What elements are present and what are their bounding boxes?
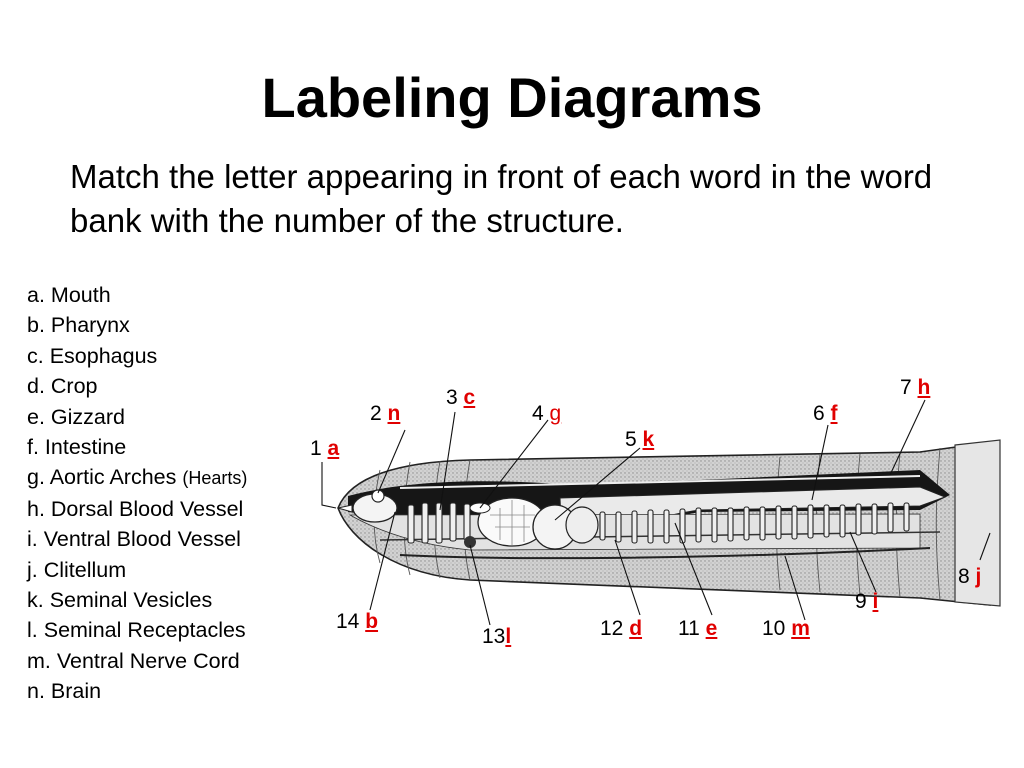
word-bank: a. Mouth b. Pharynx c. Esophagus d. Crop… [27, 280, 247, 707]
pointer-lines [321, 399, 991, 626]
word-bank-item: j. Clitellum [27, 555, 247, 585]
label-answer: e [705, 617, 718, 640]
label-answer: i [872, 590, 879, 613]
label-number: 4 [532, 402, 550, 425]
dorsal-vessel [399, 475, 921, 489]
label-3: 3 c [446, 386, 475, 410]
word-bank-text: e. Gizzard [27, 404, 125, 429]
page-title: Labeling Diagrams [261, 66, 763, 129]
label-10: 10 m [762, 617, 810, 641]
label-number: 7 [900, 376, 918, 399]
label-8: 8 j [958, 565, 981, 589]
label-answer: h [917, 376, 931, 399]
label-14: 14 b [336, 610, 378, 634]
label-answer: k [642, 428, 655, 451]
septa [599, 502, 910, 544]
label-answer: a [327, 437, 340, 460]
label-6: 6 f [813, 402, 838, 426]
word-bank-item: n. Brain [27, 676, 247, 706]
label-answer: j [975, 565, 982, 588]
gizzard [565, 506, 599, 544]
label-answer: b [365, 610, 379, 633]
label-answer: l [505, 625, 512, 648]
word-bank-item: k. Seminal Vesicles [27, 585, 247, 615]
word-bank-item: g. Aortic Arches (Hearts) [27, 462, 247, 493]
label-answer: f [830, 402, 838, 425]
label-9: 9 i [855, 590, 878, 614]
label-11: 11 e [678, 617, 717, 641]
label-answer: d [629, 617, 643, 640]
word-bank-text: c. Esophagus [27, 343, 158, 368]
word-bank-item: e. Gizzard [27, 402, 247, 432]
label-answer: m [791, 617, 810, 640]
word-bank-item: f. Intestine [27, 432, 247, 462]
brain [371, 489, 385, 503]
label-number: 1 [310, 437, 328, 460]
label-number: 10 [762, 617, 792, 640]
word-bank-text: f. Intestine [27, 435, 127, 460]
word-bank-text: d. Crop [27, 374, 98, 399]
label-7: 7 h [900, 376, 930, 400]
label-answer: n [387, 402, 401, 425]
word-bank-text: b. Pharynx [27, 313, 130, 338]
label-number: 12 [600, 617, 630, 640]
label-12: 12 d [600, 617, 642, 641]
label-4: 4 g [532, 402, 561, 426]
word-bank-text: n. Brain [27, 679, 102, 704]
word-bank-item: b. Pharynx [27, 310, 247, 340]
clitellum [954, 439, 1001, 607]
label-answer: g [549, 402, 562, 425]
label-number: 3 [446, 386, 464, 409]
instructions: Match the letter appearing in front of e… [70, 158, 933, 239]
label-number: 8 [958, 565, 976, 588]
word-bank-text: j. Clitellum [27, 557, 127, 582]
label-number: 5 [625, 428, 643, 451]
word-bank-text: m. Ventral Nerve Cord [27, 648, 240, 673]
ventral-nerve-cord [399, 547, 931, 560]
word-bank-item: m. Ventral Nerve Cord [27, 646, 247, 676]
anterior-septa [407, 502, 471, 544]
label-number: 14 [336, 610, 366, 633]
label-number: 13 [482, 625, 506, 648]
word-bank-text: l. Seminal Receptacles [27, 618, 246, 643]
word-bank-text: i. Ventral Blood Vessel [27, 527, 241, 552]
word-bank-item: i. Ventral Blood Vessel [27, 524, 247, 554]
label-13: 13l [482, 625, 511, 649]
label-number: 6 [813, 402, 831, 425]
mouth [337, 504, 353, 513]
label-answer: c [463, 386, 476, 409]
word-bank-item: d. Crop [27, 371, 247, 401]
label-number: 2 [370, 402, 388, 425]
label-5: 5 k [625, 428, 654, 452]
word-bank-text: a. Mouth [27, 283, 111, 307]
label-1: 1 a [310, 437, 339, 461]
seminal-receptacle [464, 536, 476, 548]
word-bank-item: h. Dorsal Blood Vessel [27, 494, 247, 524]
word-bank-text: h. Dorsal Blood Vessel [27, 496, 244, 521]
word-bank-text: g. Aortic Arches [27, 465, 183, 490]
word-bank-item: c. Esophagus [27, 341, 247, 371]
word-bank-note: (Hearts) [182, 468, 248, 489]
label-2: 2 n [370, 402, 400, 426]
word-bank-item: l. Seminal Receptacles [27, 615, 247, 645]
word-bank-text: k. Seminal Vesicles [27, 588, 213, 613]
label-number: 9 [855, 590, 873, 613]
label-number: 11 [678, 617, 706, 640]
word-bank-item: a. Mouth [27, 280, 247, 310]
